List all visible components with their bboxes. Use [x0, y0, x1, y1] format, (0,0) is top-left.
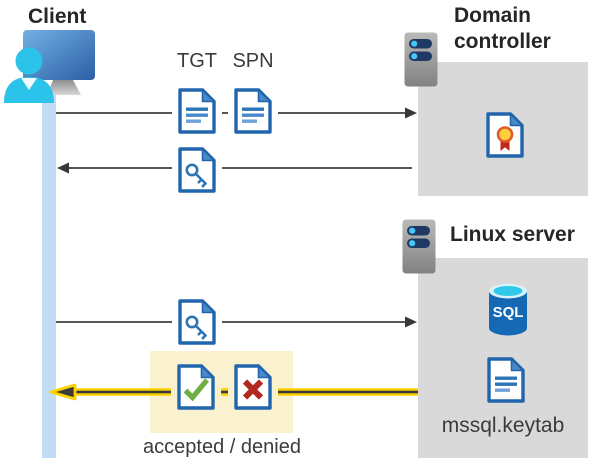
linux-server-icon — [402, 219, 436, 274]
arrow-ticket-to-linux — [56, 315, 418, 329]
client-label: Client — [28, 5, 87, 28]
accepted-check-document-icon — [176, 363, 216, 411]
arrow-ticket-response — [56, 161, 414, 175]
client-timeline-bar — [42, 90, 56, 458]
spn-document-icon — [233, 87, 273, 135]
keytab-document-icon — [486, 356, 526, 404]
service-ticket-key-icon-2 — [177, 298, 217, 346]
domain-controller-server-icon — [404, 32, 438, 87]
arrow-tgt-spn-request — [56, 106, 418, 120]
service-ticket-key-icon — [177, 146, 217, 194]
result-label: accepted / denied — [143, 436, 301, 458]
tgt-label: TGT — [177, 50, 217, 72]
certificate-document-icon — [485, 111, 525, 159]
client-user-monitor-icon — [2, 28, 97, 104]
tgt-document-icon — [177, 87, 217, 135]
linux-server-label: Linux server — [450, 223, 575, 246]
sql-text: SQL — [493, 304, 524, 321]
keytab-label: mssql.keytab — [441, 414, 565, 437]
denied-cross-document-icon — [233, 363, 273, 411]
domain-controller-label: Domain controller — [454, 4, 551, 53]
sql-database-icon: SQL — [486, 282, 530, 338]
spn-label: SPN — [232, 50, 274, 72]
